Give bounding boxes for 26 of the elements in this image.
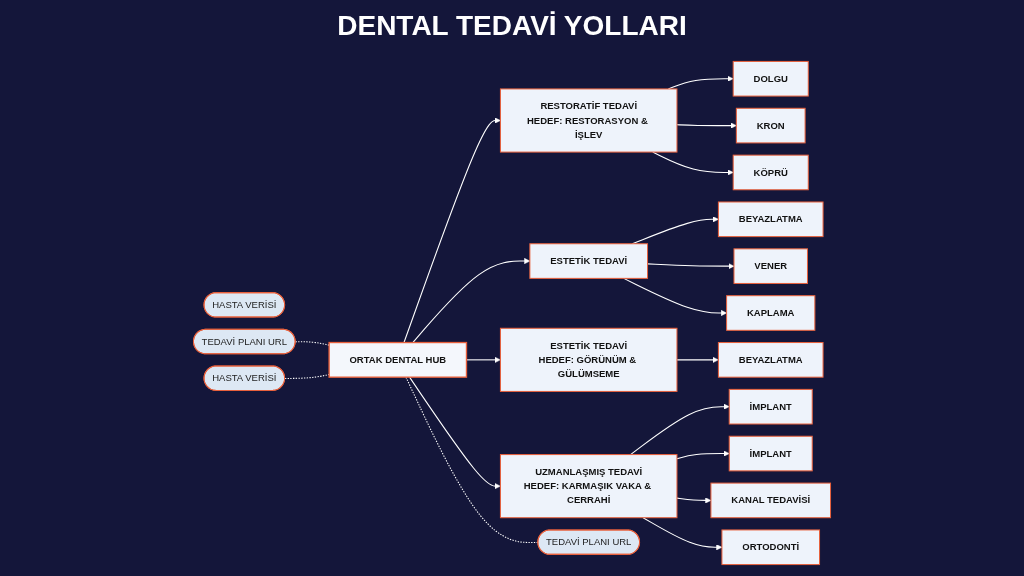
arrow	[630, 403, 730, 456]
arrow	[652, 151, 734, 176]
node-box: BEYAZLATMA	[717, 201, 824, 238]
connector	[284, 374, 330, 380]
node-box: ORTAK DENTAL HUB	[328, 341, 468, 378]
node-box: ESTETİK TEDAVİ	[529, 243, 649, 279]
arrow	[676, 356, 719, 363]
arrow	[409, 376, 501, 490]
arrow	[676, 122, 737, 129]
node-box: VENER	[733, 248, 808, 284]
node-box: İMPLANT	[728, 388, 813, 425]
node-box: BEYAZLATMA	[717, 342, 824, 378]
arrow	[403, 117, 501, 344]
node-box: İMPLANT	[728, 435, 813, 472]
node-box: RESTORATİF TEDAVİ HEDEF: RESTORASYON & İŞLEV	[499, 88, 678, 153]
node-box: ORTODONTİ	[721, 529, 821, 566]
node-box: KAPLAMA	[726, 295, 816, 331]
diagram-title: DENTAL TEDAVİ YOLLARI	[336, 10, 688, 42]
node-box: DOLGU	[732, 60, 809, 97]
arrow	[623, 277, 727, 316]
node-box: ESTETİK TEDAVİ HEDEF: GÖRÜNÜM & GÜLÜMSEME	[499, 327, 678, 392]
node-box: KÖPRÜ	[732, 154, 809, 191]
node-box: KANAL TEDAVİSİ	[710, 482, 832, 519]
arrow	[676, 450, 730, 460]
node-box: UZMANLAŞMIŞ TEDAVİ HEDEF: KARMAŞIK VAKA & CERRAHİ	[499, 454, 678, 519]
node-box: KRON	[735, 107, 806, 144]
